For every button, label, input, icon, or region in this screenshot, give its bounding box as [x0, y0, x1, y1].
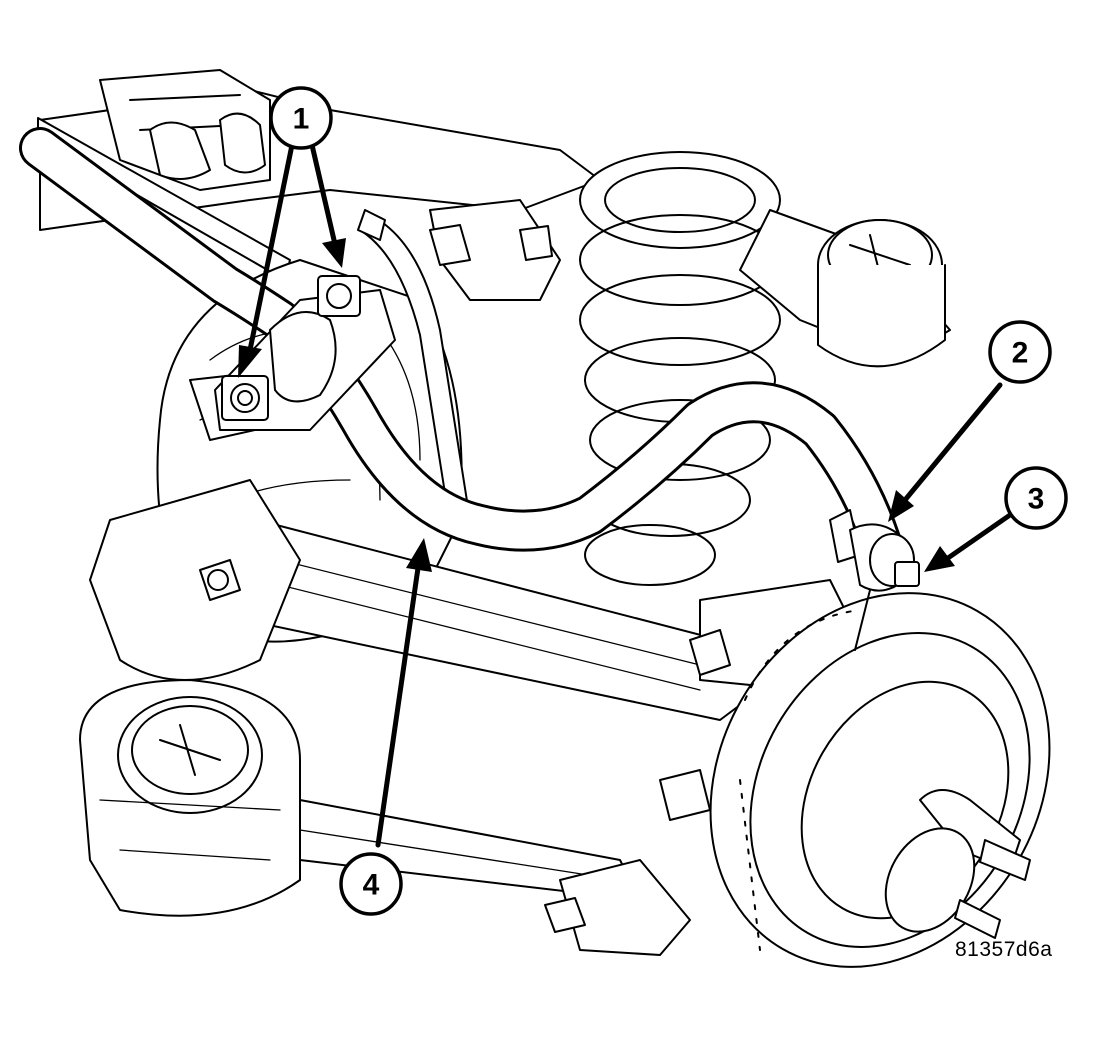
callout-4-label: 4	[363, 869, 380, 902]
callout-1: 1	[269, 86, 333, 150]
bar-bushing-bracket	[214, 275, 396, 431]
leader-arrows	[238, 142, 1013, 848]
callout-2: 2	[988, 320, 1052, 384]
callout-3: 3	[1004, 466, 1068, 530]
upper-control-arm	[739, 209, 951, 368]
brake-rotor	[709, 592, 1051, 968]
upper-link	[429, 199, 561, 301]
figure-id: 81357d6a	[955, 938, 1053, 961]
callout-1-label: 1	[293, 103, 310, 136]
lower-bushing	[79, 679, 301, 917]
end-link-bushing	[829, 509, 920, 651]
callout-2-label: 2	[1012, 337, 1029, 370]
crossmember	[39, 69, 601, 231]
lower-control-arm	[89, 479, 761, 721]
caliper-bracket	[544, 859, 691, 956]
callout-3-label: 3	[1028, 483, 1045, 516]
callout-4: 4	[339, 852, 403, 916]
